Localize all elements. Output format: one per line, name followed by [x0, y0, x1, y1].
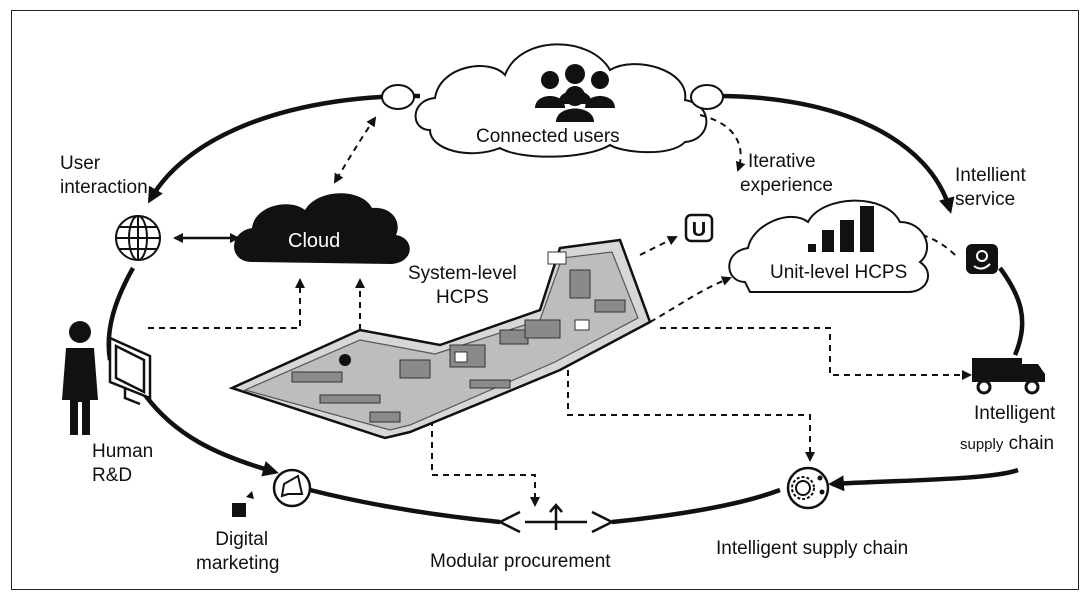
intelligent-service-label: Intellient service — [955, 164, 1026, 212]
supply-chain-right-line2: supply chain — [960, 426, 1055, 457]
system-level-label: System-level HCPS — [408, 262, 517, 310]
cloud-shape — [234, 193, 410, 264]
dashed-connectors — [148, 114, 972, 507]
marketing-squares-icon — [232, 491, 254, 517]
intelligent-service-line1: Intellient — [955, 165, 1026, 186]
factory-illustration — [228, 238, 652, 440]
supply-chain-right-line1: Intelligent — [974, 403, 1056, 424]
intelligent-service-line2: service — [955, 189, 1016, 210]
human-rd-line2: R&D — [92, 465, 133, 486]
digital-marketing-line2: marketing — [196, 553, 280, 574]
monitor-icon — [108, 336, 152, 406]
human-rd-line1: Human — [92, 441, 154, 462]
intelligent-supply-chain-bottom-label: Intelligent supply chain — [716, 538, 909, 559]
truck-icon — [972, 358, 1045, 395]
iterative-line1: Iterative — [748, 151, 816, 172]
user-interaction-label: User interaction — [60, 152, 148, 200]
user-interaction-line1: User — [60, 153, 101, 174]
users-group-icon — [535, 64, 615, 122]
human-icon — [62, 321, 98, 435]
digital-marketing-label: Digital marketing — [196, 528, 279, 576]
cloud-label: Cloud — [288, 230, 341, 252]
u-badge-icon: U — [684, 213, 714, 243]
iterative-line2: experience — [740, 175, 833, 196]
supply-chain-right-chain: chain — [1008, 433, 1055, 454]
system-level-line1: System-level — [408, 263, 517, 284]
gear-network-icon — [786, 466, 830, 510]
globe-icon — [115, 215, 161, 261]
bar-chart-icon — [808, 206, 874, 252]
u-badge-text: U — [692, 219, 706, 241]
user-interaction-line2: interaction — [60, 177, 148, 198]
service-robot-icon — [966, 244, 998, 274]
human-rd-label: Human R&D — [92, 440, 153, 488]
connected-users-label: Connected users — [476, 126, 620, 147]
intelligent-supply-chain-right-label: Intelligent supply chain — [960, 402, 1055, 457]
supply-chain-right-supply: supply — [960, 436, 1004, 453]
digital-marketing-line1: Digital — [215, 529, 269, 550]
modular-procurement-label: Modular procurement — [430, 551, 611, 572]
main-loop — [106, 93, 1025, 525]
system-level-line2: HCPS — [435, 287, 489, 308]
unit-level-label: Unit-level HCPS — [770, 262, 908, 283]
iterative-experience-label: Iterative experience — [740, 150, 860, 198]
megaphone-icon — [272, 468, 312, 508]
procurement-arrows — [499, 503, 613, 534]
